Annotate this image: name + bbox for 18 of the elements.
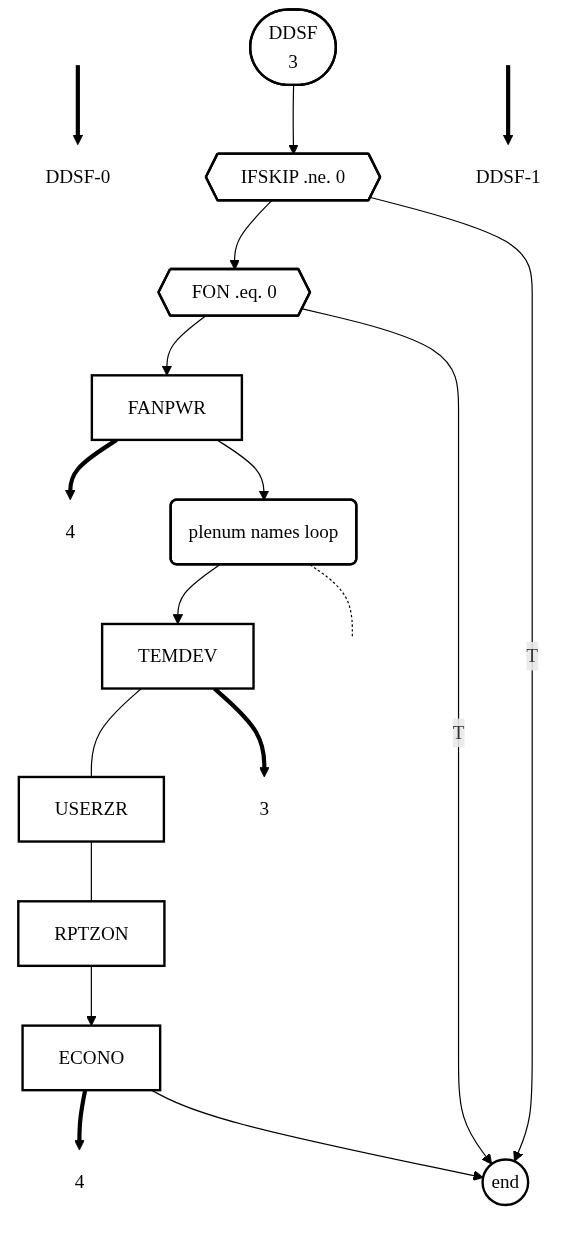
node-box: TEMDEV <box>100 622 255 690</box>
node-text: DDSF-0 <box>45 166 111 187</box>
arrow <box>370 196 533 1162</box>
arrow <box>502 65 514 146</box>
edge-label: T <box>526 645 539 666</box>
arrow <box>72 65 84 146</box>
node-text: DDSF-1 <box>475 166 541 187</box>
node-box: RPTZON <box>17 900 166 968</box>
node-box: FANPWR <box>90 374 244 442</box>
arrow <box>161 315 206 376</box>
node-box: USERZR <box>17 775 166 843</box>
node-circle: end <box>481 1158 530 1207</box>
node-text: 4 <box>74 1171 85 1192</box>
node-box: ECONO <box>21 1024 162 1092</box>
node-text: 3 <box>259 798 270 819</box>
node-text: 4 <box>65 521 76 542</box>
arrow <box>301 308 493 1165</box>
edge-label: T <box>452 722 465 743</box>
